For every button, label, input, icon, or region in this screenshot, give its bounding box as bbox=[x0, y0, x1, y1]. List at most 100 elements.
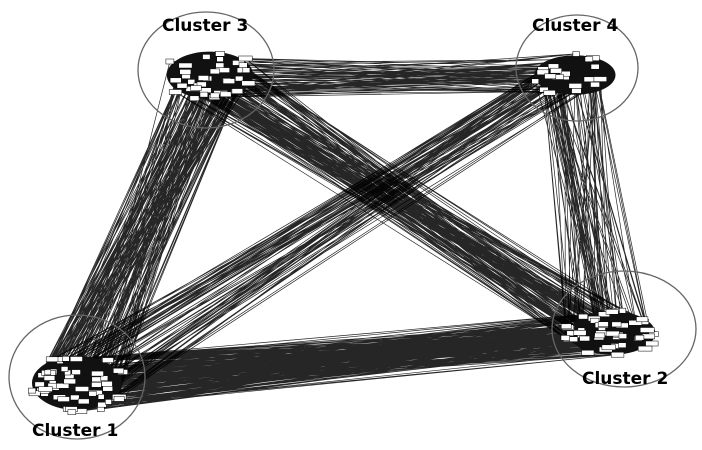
edge-bundle-c2-c4 bbox=[534, 53, 653, 355]
cluster-3-label: Cluster 3 bbox=[162, 16, 248, 36]
node-c1-42 bbox=[78, 398, 90, 405]
node-c3-35 bbox=[215, 51, 225, 57]
edge-bundle-c1-c3 bbox=[31, 53, 249, 413]
node-c3-31 bbox=[165, 58, 175, 65]
node-c4-17 bbox=[544, 73, 557, 80]
node-c2-20 bbox=[618, 333, 627, 339]
node-c2-42 bbox=[560, 335, 570, 341]
node-c4-1 bbox=[590, 81, 600, 88]
node-c2-22 bbox=[642, 333, 655, 340]
cluster-2-label: Cluster 2 bbox=[582, 369, 668, 389]
node-c2-38 bbox=[605, 309, 619, 315]
cluster-1-boundary bbox=[8, 314, 146, 440]
cluster-2-boundary bbox=[551, 270, 697, 388]
node-c3-3 bbox=[235, 75, 244, 82]
node-c2-18 bbox=[601, 344, 616, 351]
node-c4-19 bbox=[550, 67, 562, 74]
node-c1-12 bbox=[97, 394, 105, 400]
node-c1-26 bbox=[88, 390, 97, 397]
node-c3-24 bbox=[202, 54, 211, 60]
node-c3-36 bbox=[199, 91, 209, 98]
node-c1-35 bbox=[71, 369, 81, 375]
node-c3-6 bbox=[189, 95, 200, 102]
node-c4-12 bbox=[593, 76, 607, 82]
node-c3-28 bbox=[216, 56, 224, 62]
node-c1-48 bbox=[28, 387, 36, 394]
edge-bundle-c1-c4 bbox=[31, 53, 601, 413]
node-c3-15 bbox=[241, 80, 256, 87]
node-c1-47 bbox=[113, 396, 125, 402]
node-c3-25 bbox=[210, 92, 220, 99]
edge-layer bbox=[31, 53, 654, 413]
node-c1-38 bbox=[113, 367, 125, 374]
node-c1-41 bbox=[57, 396, 70, 402]
node-c3-34 bbox=[238, 62, 248, 68]
node-c2-39 bbox=[573, 330, 587, 336]
node-c4-18 bbox=[571, 88, 582, 94]
node-c3-39 bbox=[190, 85, 202, 91]
node-c2-23 bbox=[579, 335, 590, 342]
node-c1-0 bbox=[34, 381, 45, 388]
cluster-1-label: Cluster 1 bbox=[32, 421, 118, 441]
cluster-3-boundary bbox=[137, 11, 275, 129]
node-c1-53 bbox=[62, 356, 70, 362]
edge-bundle-c3-c4 bbox=[169, 53, 601, 99]
node-c1-45 bbox=[101, 381, 113, 387]
node-c4-13 bbox=[543, 90, 556, 96]
node-c1-40 bbox=[63, 378, 76, 385]
node-c2-44 bbox=[597, 321, 609, 327]
node-c1-34 bbox=[70, 394, 80, 401]
node-c2-34 bbox=[578, 313, 588, 320]
cluster-4-label: Cluster 4 bbox=[532, 16, 618, 36]
node-c2-10 bbox=[605, 330, 620, 337]
node-c1-19 bbox=[97, 401, 107, 408]
node-c4-3 bbox=[536, 69, 549, 76]
node-c3-7 bbox=[178, 62, 193, 69]
node-c1-49 bbox=[44, 369, 52, 376]
node-c4-14 bbox=[584, 56, 594, 62]
node-c3-33 bbox=[196, 81, 207, 88]
node-c1-10 bbox=[75, 386, 89, 392]
node-c2-37 bbox=[590, 317, 600, 324]
node-c4-15 bbox=[559, 70, 571, 77]
node-layer bbox=[28, 51, 659, 415]
node-c3-4 bbox=[220, 91, 232, 98]
node-c1-44 bbox=[67, 409, 77, 415]
node-c1-33 bbox=[38, 386, 53, 392]
node-c2-36 bbox=[639, 327, 655, 333]
node-c4-7 bbox=[572, 51, 580, 57]
node-c1-39 bbox=[69, 356, 83, 362]
node-c2-33 bbox=[560, 323, 572, 330]
node-c3-29 bbox=[222, 78, 235, 84]
node-c1-30 bbox=[100, 375, 109, 381]
node-c3-38 bbox=[242, 67, 251, 73]
edge-bundle-c1-c2 bbox=[32, 310, 654, 413]
edge-bundle-c3-c2 bbox=[169, 53, 654, 355]
node-c3-13 bbox=[176, 82, 188, 89]
node-c4-5 bbox=[583, 76, 596, 83]
node-c2-40 bbox=[636, 316, 649, 323]
node-c2-35 bbox=[594, 332, 606, 339]
node-c2-19 bbox=[645, 340, 659, 347]
node-c3-26 bbox=[238, 55, 253, 62]
node-c2-0 bbox=[610, 351, 625, 358]
node-c1-18 bbox=[43, 375, 56, 381]
node-c3-19 bbox=[197, 75, 209, 81]
node-c4-8 bbox=[531, 78, 539, 85]
node-c2-16 bbox=[581, 349, 595, 356]
node-c2-9 bbox=[611, 321, 622, 328]
node-c2-21 bbox=[618, 342, 627, 348]
node-c1-50 bbox=[105, 399, 112, 405]
node-c1-51 bbox=[91, 370, 104, 377]
node-c1-27 bbox=[56, 383, 70, 389]
node-c4-11 bbox=[568, 83, 582, 89]
node-c2-32 bbox=[619, 307, 627, 314]
node-c1-52 bbox=[91, 382, 102, 388]
node-c2-30 bbox=[628, 320, 643, 326]
node-c3-22 bbox=[179, 69, 192, 75]
node-c4-10 bbox=[590, 63, 600, 70]
node-c1-15 bbox=[60, 366, 69, 372]
node-c3-27 bbox=[168, 89, 183, 95]
node-c3-8 bbox=[215, 62, 225, 69]
